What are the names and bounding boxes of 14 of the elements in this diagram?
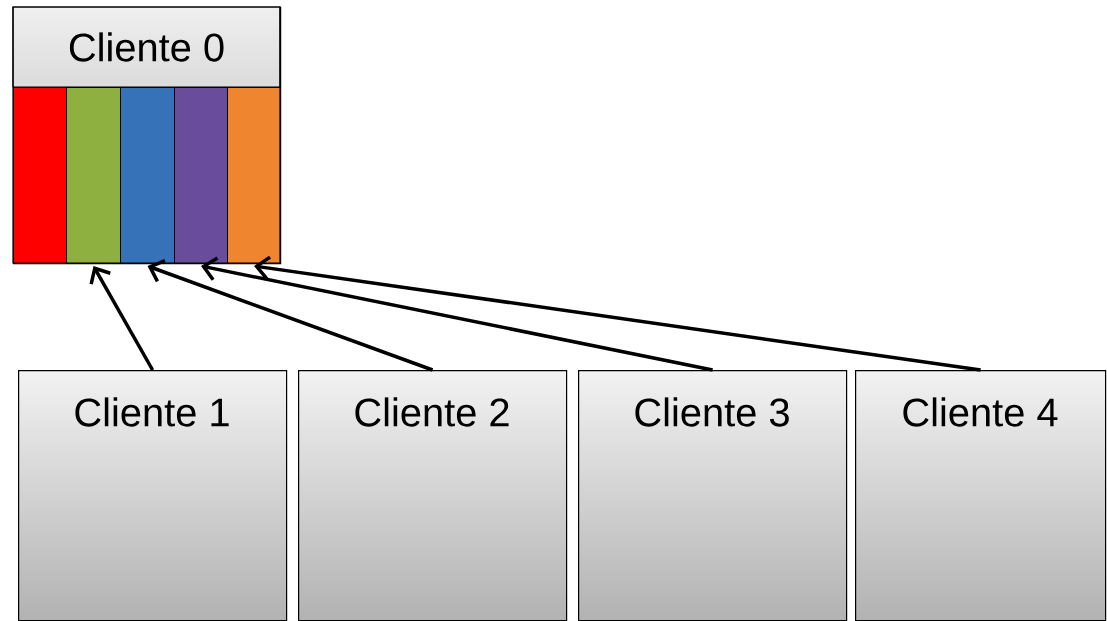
arrow: [201, 256, 713, 372]
client-box: Cliente 3: [578, 370, 848, 621]
color-bar: [13, 87, 67, 264]
client-box: Cliente 4: [855, 370, 1107, 621]
client-box: Cliente 0: [12, 6, 282, 265]
color-bar: [227, 87, 281, 264]
color-bar: [120, 87, 175, 264]
client-box: Cliente 1: [18, 370, 288, 621]
client-box: Cliente 2: [298, 370, 568, 621]
arrow: [254, 255, 981, 372]
arrow: [89, 266, 155, 371]
color-bar: [174, 87, 228, 264]
color-bar: [66, 87, 121, 264]
arrow: [147, 259, 434, 372]
